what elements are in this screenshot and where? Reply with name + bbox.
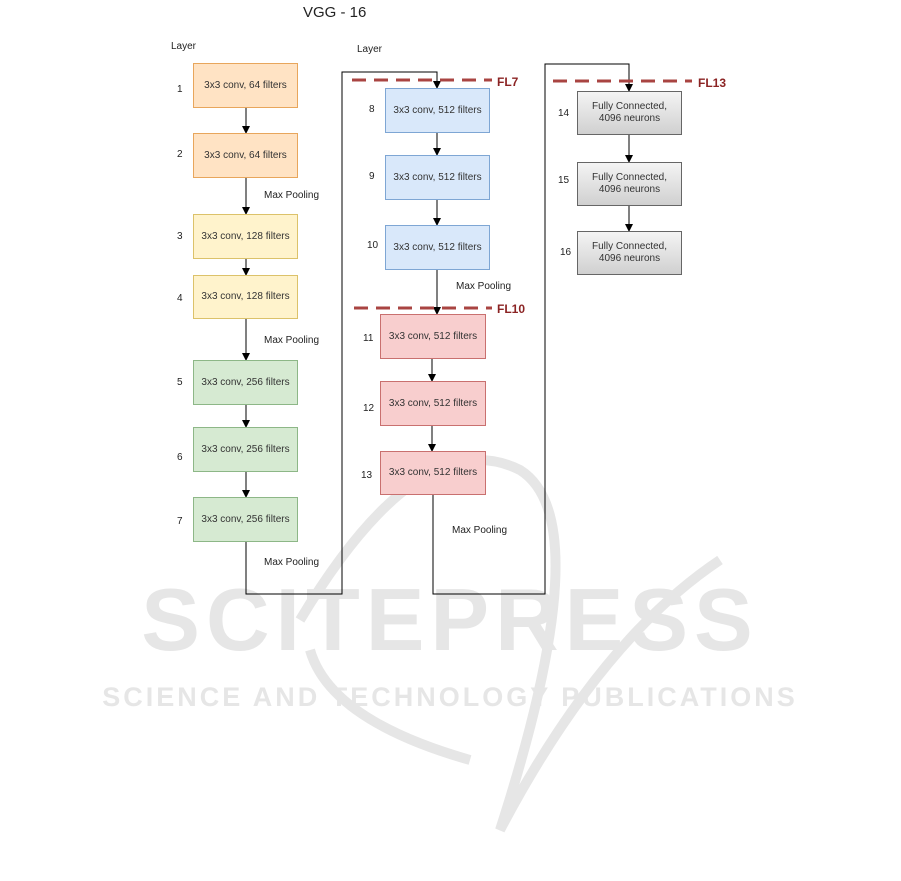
- diagram-title: VGG - 16: [303, 4, 367, 21]
- fc-label-line1: Fully Connected,: [591, 101, 668, 112]
- fc-label-line2: 4096 neurons: [598, 184, 661, 195]
- max-pooling-label-1: Max Pooling: [264, 190, 320, 201]
- layer-number: 2: [177, 149, 183, 160]
- layer-number: 9: [369, 171, 375, 182]
- layer-box-10: 3x3 conv, 512 filters: [385, 225, 490, 270]
- layer-box-8: 3x3 conv, 512 filters: [385, 88, 490, 133]
- layer-box-2: 3x3 conv, 64 filters: [193, 133, 298, 178]
- layer-number: 14: [558, 108, 570, 119]
- layer-number: 8: [369, 104, 375, 115]
- layer-box-7: 3x3 conv, 256 filters: [193, 497, 298, 542]
- connector-7-8: [245, 71, 441, 595]
- max-pooling-label-2: Max Pooling: [264, 335, 320, 346]
- layer-number: 12: [363, 403, 375, 414]
- fl7-label: FL7: [497, 75, 519, 89]
- layer-box-12: 3x3 conv, 512 filters: [380, 381, 486, 426]
- layer-box-14: Fully Connected, 4096 neurons: [577, 91, 682, 135]
- fc-label-line1: Fully Connected,: [591, 241, 668, 252]
- max-pooling-label-5: Max Pooling: [452, 525, 508, 536]
- fl13-label: FL13: [698, 76, 727, 90]
- max-pooling-label-3: Max Pooling: [264, 557, 320, 568]
- layer-box-3: 3x3 conv, 128 filters: [193, 214, 298, 259]
- layer-number: 7: [177, 516, 183, 527]
- fl10-label: FL10: [497, 302, 526, 316]
- fc-label-line2: 4096 neurons: [598, 253, 661, 264]
- connector-13-14: [432, 63, 633, 595]
- layer-number: 3: [177, 231, 183, 242]
- fc-label-line1: Fully Connected,: [591, 172, 668, 183]
- layer-label-col1: Layer: [171, 41, 197, 52]
- layer-box-5: 3x3 conv, 256 filters: [193, 360, 298, 405]
- layer-box-15: Fully Connected, 4096 neurons: [577, 162, 682, 206]
- layer-number: 10: [367, 240, 379, 251]
- layer-number: 16: [560, 247, 572, 258]
- layer-box-4: 3x3 conv, 128 filters: [193, 275, 298, 319]
- layer-box-13: 3x3 conv, 512 filters: [380, 451, 486, 495]
- layer-box-9: 3x3 conv, 512 filters: [385, 155, 490, 200]
- layer-box-6: 3x3 conv, 256 filters: [193, 427, 298, 472]
- layer-number: 4: [177, 293, 183, 304]
- layer-number: 13: [361, 470, 373, 481]
- fc-label-line2: 4096 neurons: [598, 113, 661, 124]
- layer-number: 11: [363, 333, 374, 344]
- layer-number: 15: [558, 175, 570, 186]
- max-pooling-label-4: Max Pooling: [456, 281, 512, 292]
- layer-box-11: 3x3 conv, 512 filters: [380, 314, 486, 359]
- layer-label-col2: Layer: [357, 44, 383, 55]
- layer-box-1: 3x3 conv, 64 filters: [193, 63, 298, 108]
- layer-number: 5: [177, 377, 183, 388]
- layer-box-16: Fully Connected, 4096 neurons: [577, 231, 682, 275]
- layer-number: 6: [177, 452, 183, 463]
- layer-number: 1: [177, 84, 183, 95]
